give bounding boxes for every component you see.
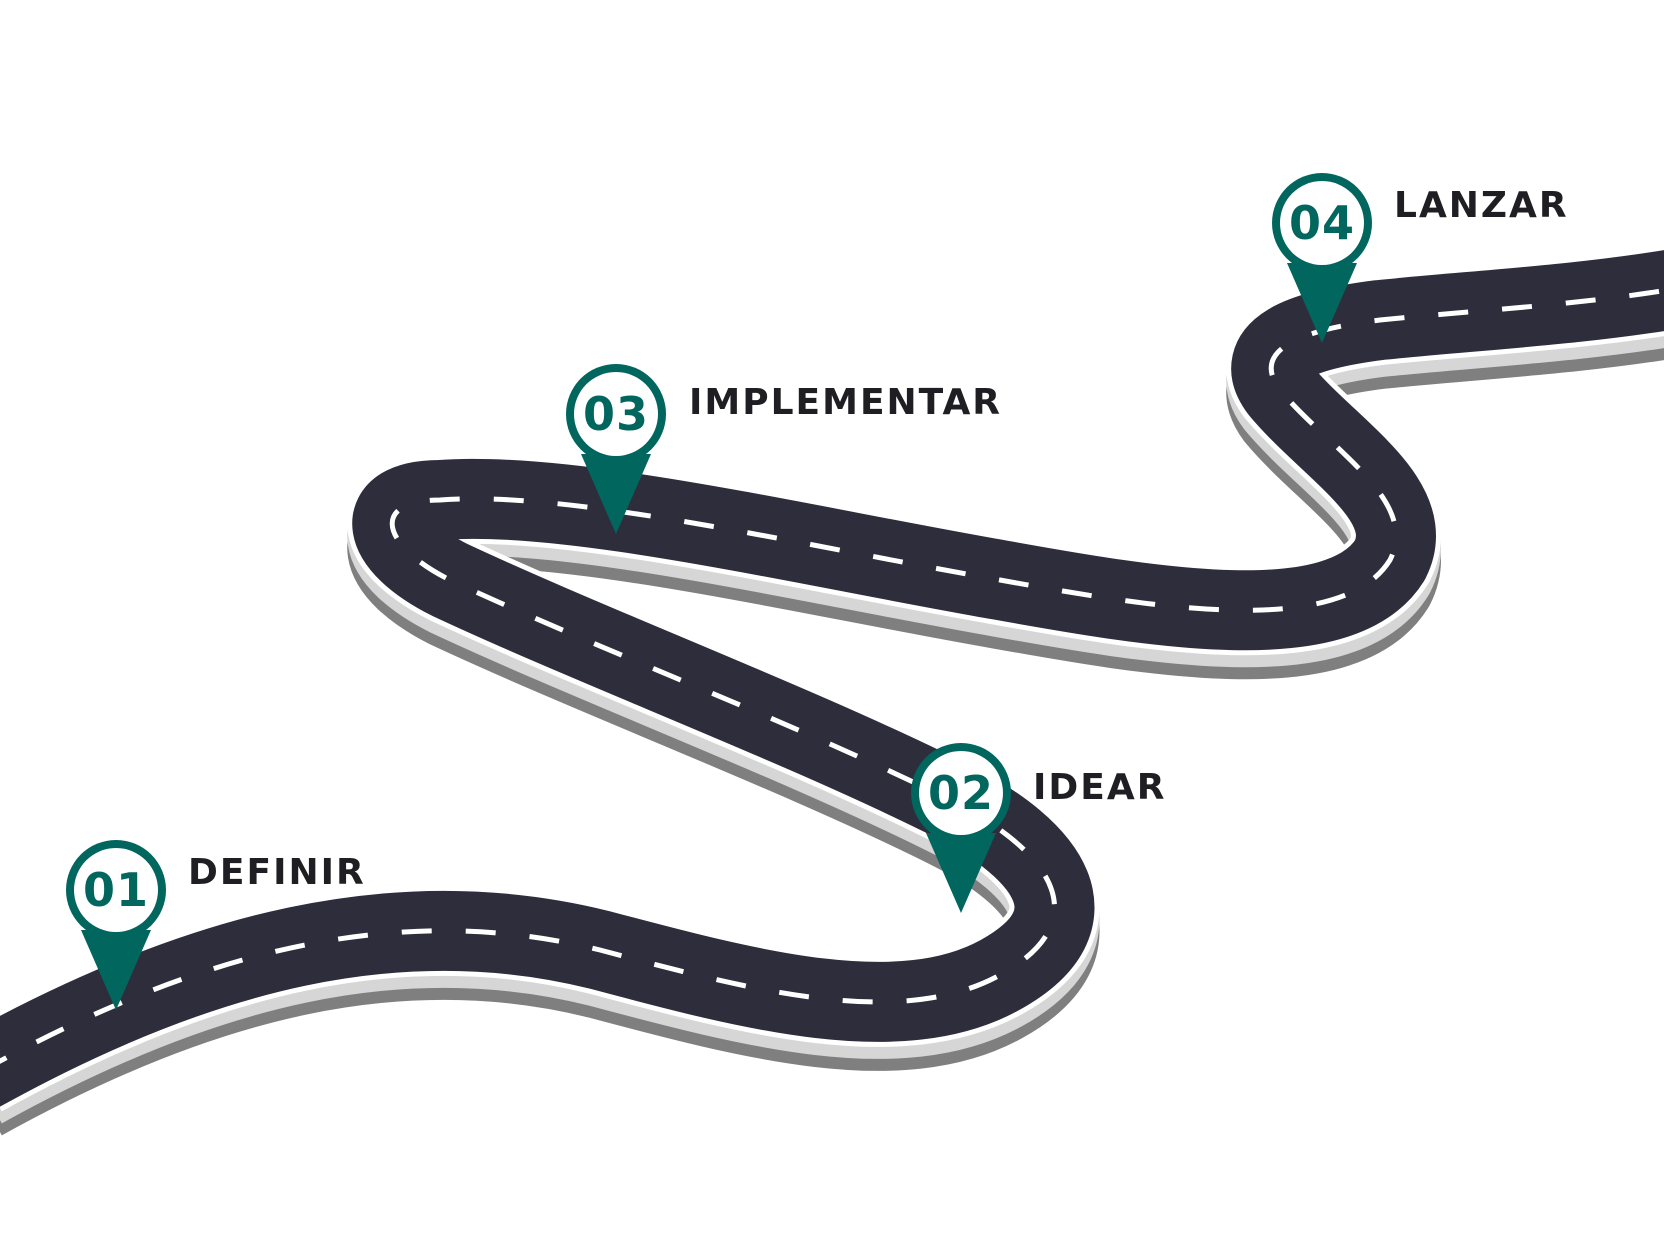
milestone-label: IMPLEMENTAR	[689, 382, 1002, 423]
milestone-number: 02	[928, 766, 994, 820]
location-pin-icon	[1272, 173, 1372, 343]
milestone-number: 03	[583, 387, 649, 441]
milestone-03: 03 IMPLEMENTAR	[566, 364, 1002, 534]
location-pin-icon	[911, 743, 1011, 913]
milestone-02: 02 IDEAR	[911, 743, 1166, 913]
road-surface	[0, 250, 1664, 1107]
road	[0, 245, 1664, 1136]
milestone-number: 01	[83, 863, 149, 917]
location-pin-icon	[66, 840, 166, 1010]
milestone-04: 04 LANZAR	[1272, 173, 1569, 343]
milestone-number: 04	[1289, 196, 1355, 250]
milestone-label: IDEAR	[1033, 767, 1166, 808]
milestone-01: 01 DEFINIR	[66, 840, 366, 1010]
location-pin-icon	[566, 364, 666, 534]
milestone-label: LANZAR	[1394, 185, 1569, 226]
milestone-label: DEFINIR	[188, 852, 366, 893]
